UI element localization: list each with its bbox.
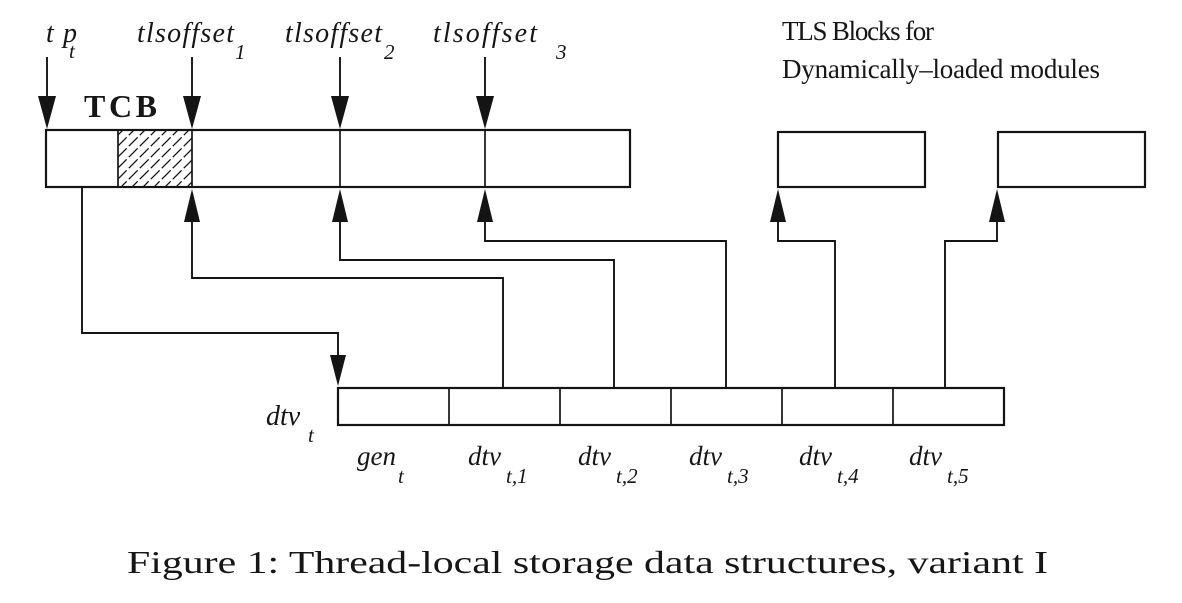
tlsoffset3-subscript: 3 — [555, 40, 567, 64]
dtv-pointer-label: dtv — [266, 401, 301, 432]
dtv-cell-label: dtv — [468, 441, 501, 471]
dtv-cell-label: gen — [357, 441, 396, 471]
down-arrowhead-icon — [330, 355, 346, 386]
dtv-cell-subscript: t,3 — [727, 464, 749, 488]
dtv-cell-label: dtv — [689, 441, 722, 471]
up-arrowhead-icon — [184, 189, 200, 222]
dtv-cell-subscript: t,2 — [616, 464, 638, 488]
connector-dtv5-to-dynamic-block-2 — [944, 189, 1005, 388]
dtv-array — [336, 386, 1006, 427]
tls-blocks-note-line1: TLS Blocks for — [782, 16, 934, 46]
connector-dtv4-to-dynamic-block-1 — [770, 189, 836, 388]
tlsoffset1-label: tlsoffset — [137, 18, 235, 49]
dtv-cell-label: dtv — [799, 441, 832, 471]
tlsoffset3-pointer-arrow-icon — [476, 57, 494, 129]
dynamic-tls-block-2 — [996, 130, 1147, 189]
dtv-cell-label: dtv — [578, 441, 611, 471]
tlsoffset1-pointer-arrow-icon — [183, 57, 201, 129]
dtv-cell-labels: gen t dtv t,1 dtv t,2 dtv t,3 dtv t,4 dt… — [357, 441, 969, 488]
up-arrowhead-icon — [332, 189, 348, 222]
tls-blocks-note-line2: Dynamically–loaded modules — [782, 54, 1100, 84]
tlsoffset1-subscript: 1 — [235, 40, 246, 64]
tlsoffset2-pointer-arrow-icon — [331, 57, 349, 129]
dynamic-tls-block-1 — [776, 130, 927, 189]
dtv-cell-label: dtv — [909, 441, 942, 471]
connector-tp-to-dtv — [81, 188, 346, 386]
up-arrowhead-icon — [770, 189, 786, 222]
tlsoffset2-label: tlsoffset — [285, 18, 383, 49]
tcb-label: TCB — [84, 88, 157, 124]
connector-dtv3-to-tlsoffset3 — [477, 189, 727, 388]
static-tls-block — [44, 128, 632, 189]
tlsoffset3-label: tlsoffset — [433, 18, 538, 49]
up-arrowhead-icon — [989, 189, 1005, 222]
tcb-hatched-region — [117, 129, 193, 188]
up-arrowhead-icon — [477, 189, 493, 222]
dtv-cell-subscript: t — [398, 464, 405, 488]
dtv-cell-subscript: t,1 — [506, 464, 528, 488]
dtv-pointer-subscript: t — [308, 423, 315, 447]
tp-subscript: t — [69, 39, 76, 63]
dtv-cell-subscript: t,4 — [837, 464, 859, 488]
tp-pointer-arrow-icon — [38, 57, 56, 129]
figure-caption: Figure 1: Thread-local storage data stru… — [127, 544, 1048, 580]
connector-dtv1-to-tlsoffset1 — [184, 189, 504, 388]
tlsoffset2-subscript: 2 — [384, 40, 395, 64]
connector-dtv2-to-tlsoffset2 — [332, 189, 615, 388]
dtv-cell-subscript: t,5 — [947, 464, 969, 488]
